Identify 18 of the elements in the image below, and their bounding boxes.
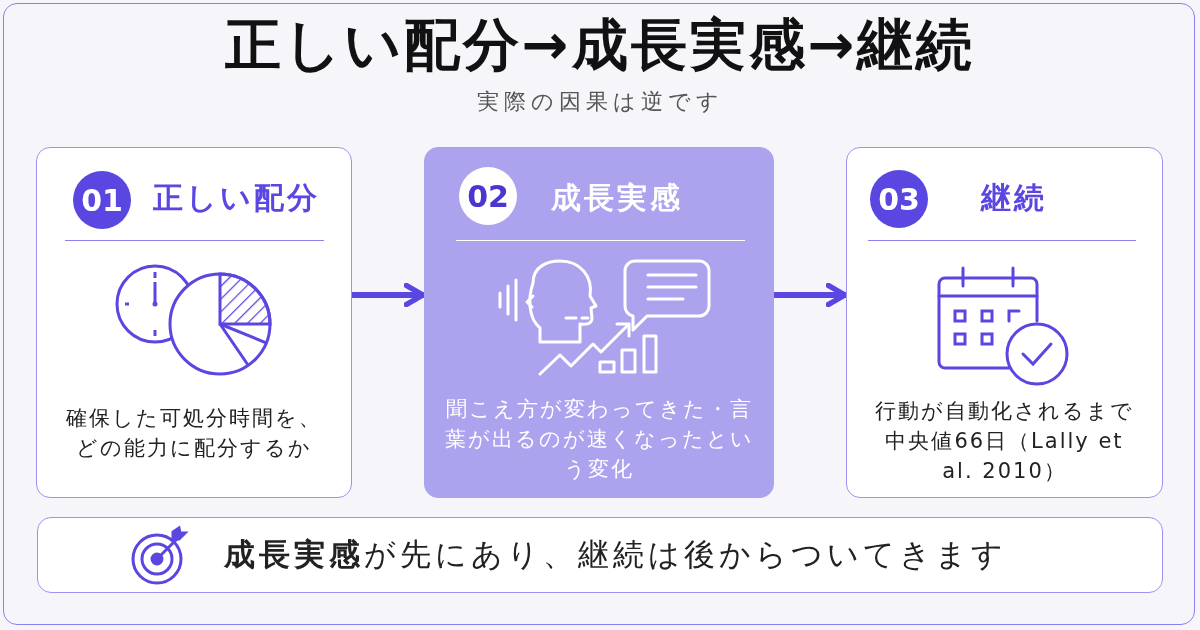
card-description: 行動が自動化されるまで中央値66日（Lally et al. 2010）: [874, 398, 1135, 485]
card-heading: 継続: [981, 179, 1047, 217]
step-number: 03: [870, 170, 928, 228]
banner-message: 成長実感が先にあり、継続は後からついてきます: [224, 535, 1007, 574]
card-description: 聞こえ方が変わってきた・言葉が出るのが速くなったという変化: [443, 396, 755, 483]
step-number: 01: [73, 171, 131, 229]
card-description: 確保した可処分時間を、どの能力に配分するか: [65, 405, 323, 462]
subtitle: 実際の因果は逆です: [475, 88, 725, 116]
message-banner: [37, 517, 1163, 593]
card-heading: 成長実感: [551, 179, 683, 217]
title: 正しい配分→成長実感→継続: [223, 11, 977, 79]
step-number: 02: [459, 167, 517, 225]
card-heading: 正しい配分: [153, 179, 320, 217]
step-card: [424, 147, 774, 498]
step-card: [846, 147, 1163, 498]
arrow: [772, 282, 848, 308]
arrow: [350, 282, 426, 308]
step-card: [36, 147, 352, 498]
